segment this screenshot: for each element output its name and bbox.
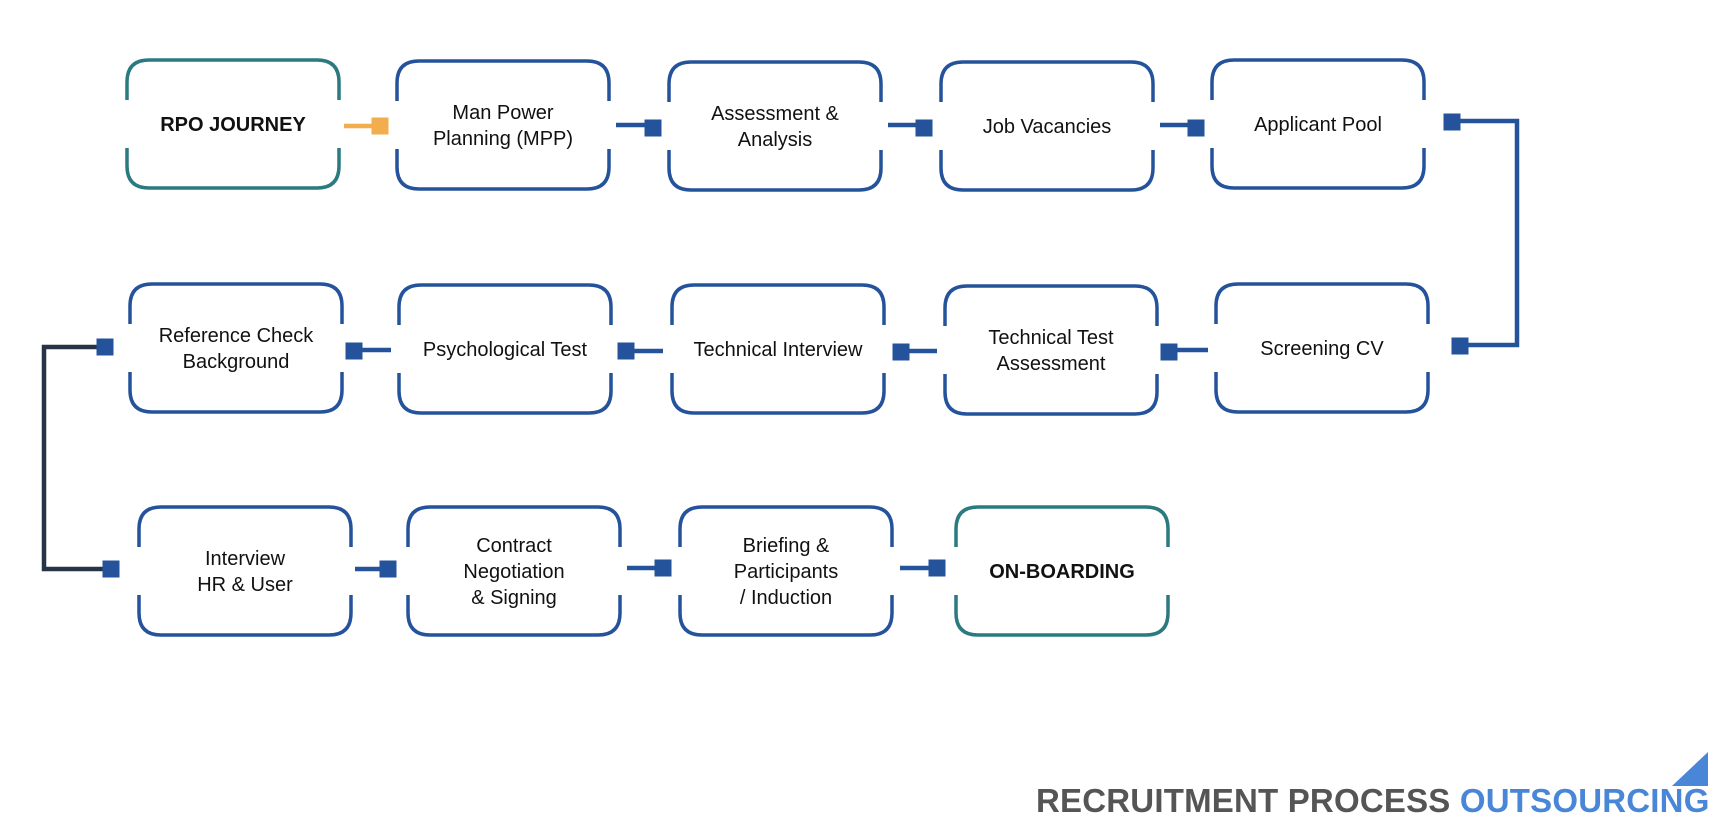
step-box-frame — [395, 59, 611, 191]
step-box-applicant-pool: Applicant Pool — [1210, 58, 1426, 190]
step-label: & Signing — [471, 587, 557, 609]
step-label: Man Power — [452, 102, 553, 124]
step-label: Participants — [734, 561, 839, 583]
step-box-frame — [137, 505, 353, 637]
connector-elbow-right — [1452, 118, 1520, 348]
step-label: Assessment — [997, 353, 1106, 375]
step-box-frame — [125, 58, 341, 190]
step-label: / Induction — [740, 587, 832, 609]
step-box-job-vacancies: Job Vacancies — [939, 60, 1155, 192]
connector-square — [345, 342, 363, 360]
step-box-frame — [406, 505, 622, 637]
footer-title-accent: OUTSOURCING — [1459, 782, 1710, 819]
step-box-screening-cv: Screening CV — [1214, 282, 1430, 414]
connector-square — [915, 119, 933, 137]
step-box-frame — [943, 284, 1159, 416]
step-box-interview-hr-user: Interview HR & User — [137, 505, 353, 637]
step-label: Briefing & — [743, 535, 830, 557]
connector-square — [1451, 337, 1469, 355]
step-box-frame — [128, 282, 344, 414]
step-label: Assessment & — [711, 103, 839, 125]
step-box-frame — [954, 505, 1170, 637]
step-label: Negotiation — [463, 561, 564, 583]
step-label: Technical Interview — [694, 339, 864, 361]
connector-square — [928, 559, 946, 577]
corner-triangle-icon — [1672, 752, 1708, 786]
connector-square — [654, 559, 672, 577]
step-label: Screening CV — [1260, 338, 1384, 360]
step-label: HR & User — [197, 574, 293, 596]
step-label: Interview — [205, 548, 286, 570]
connector-square — [1443, 113, 1461, 131]
step-box-frame — [939, 60, 1155, 192]
connector-square — [102, 560, 120, 578]
step-label: Background — [183, 351, 290, 373]
connector-square — [617, 342, 635, 360]
footer-title-dark: RECRUITMENT PROCESS — [1036, 782, 1451, 819]
connector-square — [892, 343, 910, 361]
step-box-technical-interview: Technical Interview — [670, 283, 886, 415]
step-label: Reference Check — [159, 325, 315, 347]
connector-square — [644, 119, 662, 137]
step-box-frame — [1210, 58, 1426, 190]
step-label: Psychological Test — [423, 339, 588, 361]
connector-elbow-left — [41, 344, 110, 572]
step-box-frame — [1214, 282, 1430, 414]
step-label: Contract — [476, 535, 552, 557]
step-box-frame — [678, 505, 894, 637]
step-box-assessment-analysis: Assessment & Analysis — [667, 60, 883, 192]
step-box-briefing-induction: Briefing & Participants / Induction — [678, 505, 894, 637]
step-label: Planning (MPP) — [433, 128, 573, 150]
step-box-frame — [670, 283, 886, 415]
step-label: Analysis — [738, 129, 812, 151]
step-label: RPO JOURNEY — [160, 114, 306, 136]
connector-square — [1160, 343, 1178, 361]
connector-square — [1187, 119, 1205, 137]
step-box-frame — [667, 60, 883, 192]
step-box-rpo-journey: RPO JOURNEY — [125, 58, 341, 190]
step-label: ON-BOARDING — [989, 561, 1135, 583]
step-box-frame — [397, 283, 613, 415]
step-box-on-boarding: ON-BOARDING — [954, 505, 1170, 637]
step-box-psychological-test: Psychological Test — [397, 283, 613, 415]
footer-title: RECRUITMENT PROCESS OUTSOURCING — [1036, 782, 1710, 820]
connector-square — [96, 338, 114, 356]
connector-square — [371, 117, 389, 135]
step-label: Applicant Pool — [1254, 114, 1382, 136]
connector-square — [379, 560, 397, 578]
step-label: Job Vacancies — [983, 116, 1112, 138]
step-label: Technical Test — [988, 327, 1114, 349]
